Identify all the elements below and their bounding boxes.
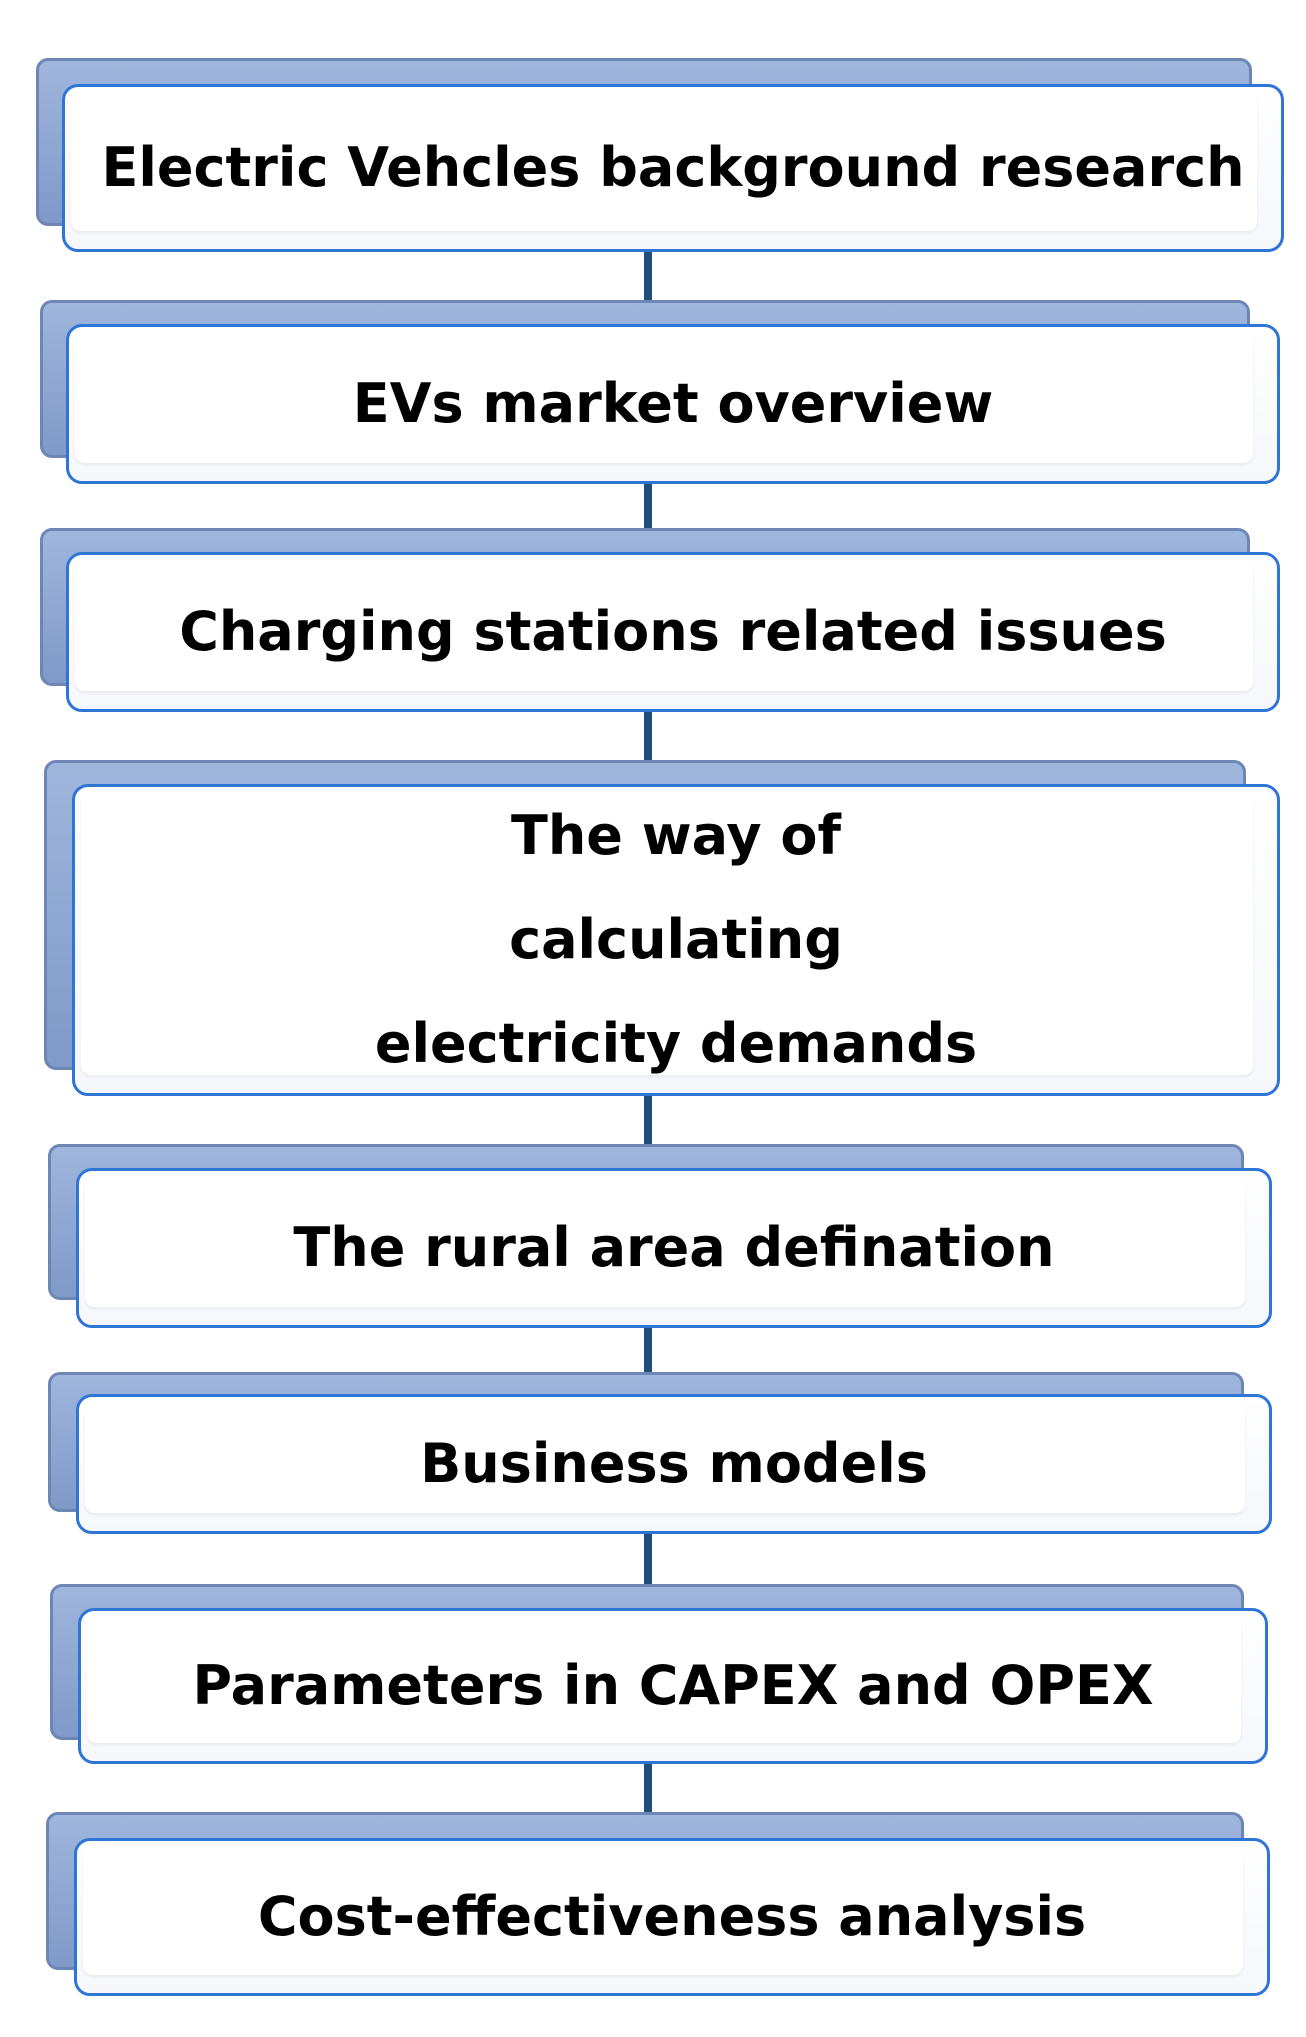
step-box: Electric Vehcles background research: [62, 84, 1284, 252]
connector-6-7: [644, 1532, 652, 1584]
step-box: The way of calculating electricity deman…: [72, 784, 1280, 1096]
step-label: Parameters in CAPEX and OPEX: [192, 1653, 1154, 1717]
step-label: The rural area defination: [293, 1215, 1055, 1279]
step-label: The way of calculating electricity deman…: [374, 804, 978, 1075]
step-label: Cost-effectiveness analysis: [257, 1884, 1087, 1948]
connector-1-2: [644, 252, 652, 302]
step-box: Charging stations related issues: [66, 552, 1280, 712]
step-label: EVs market overview: [352, 371, 994, 435]
step-box: EVs market overview: [66, 324, 1280, 484]
flow-step-8: Cost-effectiveness analysis: [46, 1812, 1282, 2000]
step-label: Business models: [420, 1431, 928, 1495]
flow-step-1: Electric Vehcles background research: [36, 58, 1286, 256]
flow-step-7: Parameters in CAPEX and OPEX: [50, 1584, 1282, 1768]
step-label: Electric Vehcles background research: [101, 135, 1245, 199]
connector-3-4: [644, 710, 652, 762]
flow-step-6: Business models: [48, 1372, 1282, 1538]
step-box: Business models: [76, 1394, 1272, 1534]
step-box: Cost-effectiveness analysis: [74, 1838, 1270, 1996]
step-label: Charging stations related issues: [179, 599, 1167, 663]
connector-7-8: [644, 1762, 652, 1812]
flow-step-5: The rural area defination: [48, 1144, 1282, 1330]
step-box: The rural area defination: [76, 1168, 1272, 1328]
flow-step-4: The way of calculating electricity deman…: [44, 760, 1284, 1098]
connector-4-5: [644, 1092, 652, 1144]
connector-2-3: [644, 482, 652, 528]
connector-5-6: [644, 1324, 652, 1372]
flow-step-2: EVs market overview: [40, 300, 1286, 488]
flow-step-3: Charging stations related issues: [40, 528, 1286, 716]
step-box: Parameters in CAPEX and OPEX: [78, 1608, 1268, 1764]
